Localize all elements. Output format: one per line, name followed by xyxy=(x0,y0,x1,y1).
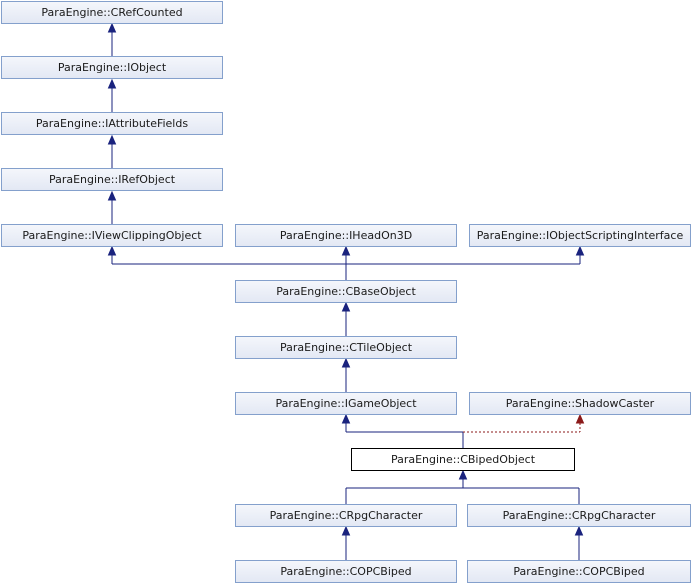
node-iattributefields[interactable]: ParaEngine::IAttributeFields xyxy=(1,112,223,135)
node-ctileobject[interactable]: ParaEngine::CTileObject xyxy=(235,336,457,359)
node-iobjectscriptinginterface[interactable]: ParaEngine::IObjectScriptingInterface xyxy=(469,224,691,247)
edge-arrowhead xyxy=(107,22,117,33)
node-crpgcharacter-left[interactable]: ParaEngine::CRpgCharacter xyxy=(235,504,457,527)
node-igameobject[interactable]: ParaEngine::IGameObject xyxy=(235,392,457,415)
edge-arrowhead xyxy=(107,78,117,89)
edge-arrowhead xyxy=(458,469,468,480)
edge-arrowhead xyxy=(341,525,351,536)
edge-arrowhead-protected xyxy=(575,413,585,424)
node-cbaseobject[interactable]: ParaEngine::CBaseObject xyxy=(235,280,457,303)
edge-arrowhead xyxy=(107,134,117,145)
edge-arrowhead xyxy=(107,190,117,201)
edge-arrowhead xyxy=(341,413,351,424)
node-copcbiped-left[interactable]: ParaEngine::COPCBiped xyxy=(235,560,457,583)
node-copcbiped-right[interactable]: ParaEngine::COPCBiped xyxy=(467,560,691,583)
edge-arrowhead xyxy=(341,301,351,312)
node-crpgcharacter-right[interactable]: ParaEngine::CRpgCharacter xyxy=(467,504,691,527)
edge-arrowhead xyxy=(341,245,351,256)
node-cbipedobject: ParaEngine::CBipedObject xyxy=(351,448,575,471)
node-shadowcaster[interactable]: ParaEngine::ShadowCaster xyxy=(469,392,691,415)
node-iobject[interactable]: ParaEngine::IObject xyxy=(1,56,223,79)
edge-arrowhead xyxy=(107,245,117,256)
node-iviewclippingobject[interactable]: ParaEngine::IViewClippingObject xyxy=(1,224,223,247)
node-crefcounted[interactable]: ParaEngine::CRefCounted xyxy=(1,1,223,24)
node-irefobject[interactable]: ParaEngine::IRefObject xyxy=(1,168,223,191)
node-iheadon3d[interactable]: ParaEngine::IHeadOn3D xyxy=(235,224,457,247)
edge-arrowhead xyxy=(341,357,351,368)
edge-arrowhead xyxy=(574,525,584,536)
edge-arrowhead xyxy=(575,245,585,256)
